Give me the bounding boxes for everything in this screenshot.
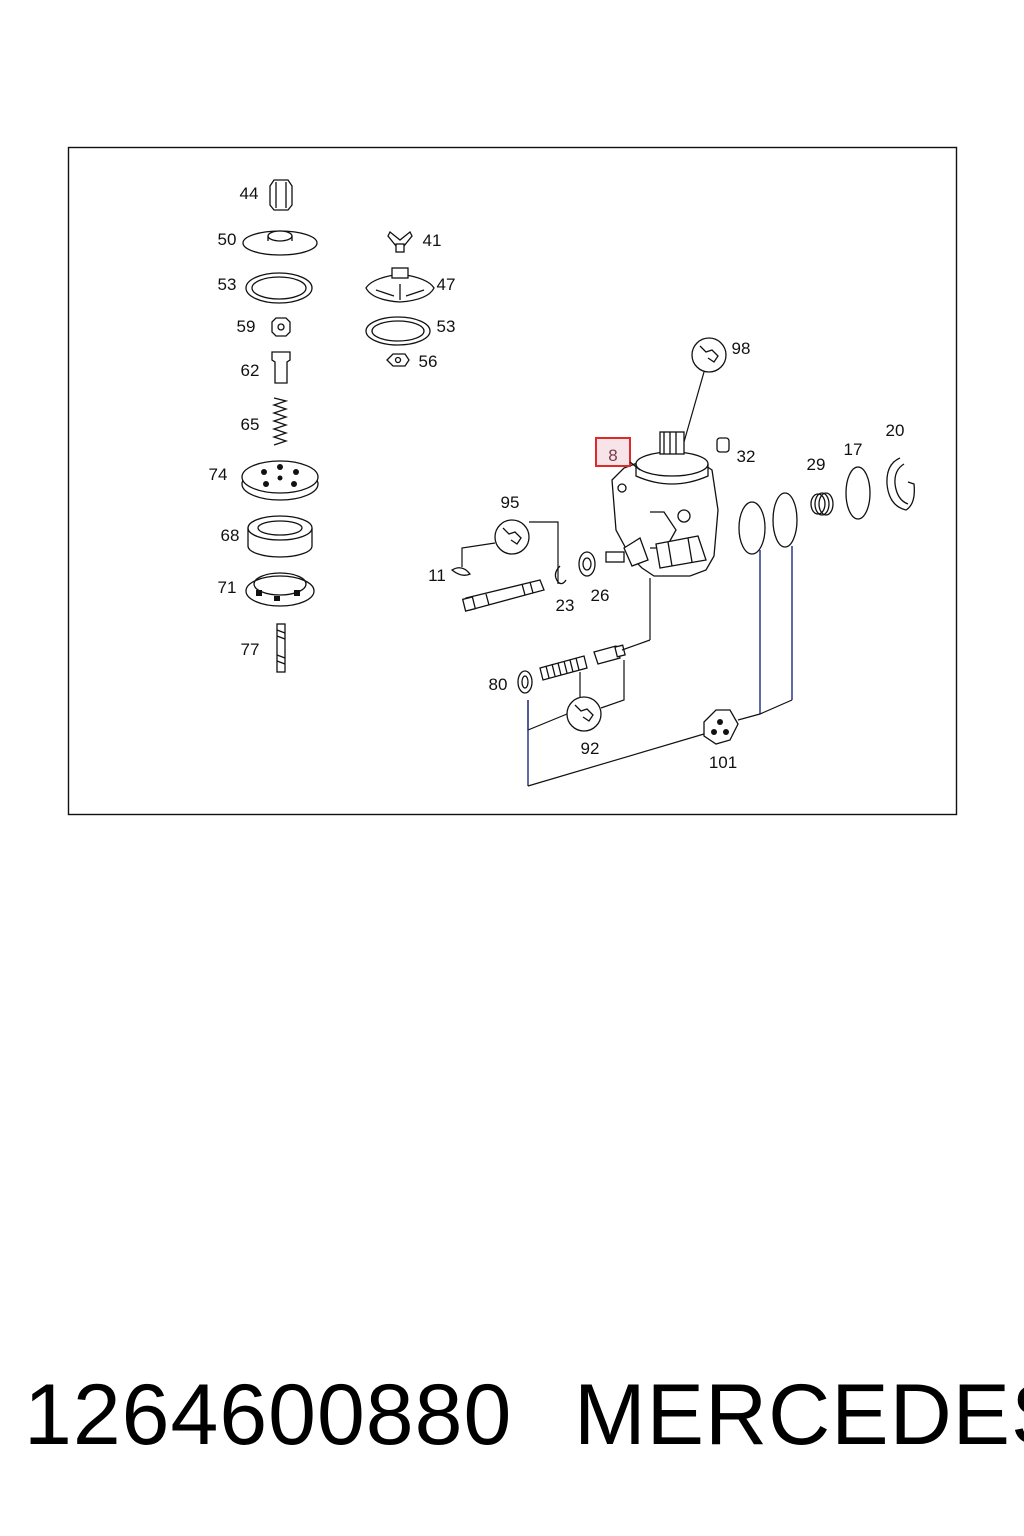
part-50-washer xyxy=(242,230,318,256)
part-53-ring xyxy=(245,272,313,304)
leader-housing-plug-b xyxy=(621,639,651,651)
part-59-nut xyxy=(271,317,291,337)
label-20: 20 xyxy=(886,421,905,440)
part-68-ring xyxy=(247,515,313,558)
label-26: 26 xyxy=(591,586,610,605)
part-56-nut xyxy=(386,353,410,367)
label-65: 65 xyxy=(241,415,260,434)
label-17: 17 xyxy=(844,440,863,459)
label-71: 71 xyxy=(218,578,237,597)
label-68: 68 xyxy=(221,526,240,545)
part-44-cap-nut xyxy=(269,179,293,211)
label-53a: 53 xyxy=(218,275,237,294)
label-53b: 53 xyxy=(437,317,456,336)
label-62: 62 xyxy=(241,361,260,380)
part-62-pin xyxy=(271,351,291,384)
part-71-slotted-ring xyxy=(245,572,315,607)
part-47-cover xyxy=(365,267,435,303)
label-44: 44 xyxy=(240,184,259,203)
part-32-plug xyxy=(716,437,730,453)
part-74-disc xyxy=(241,460,319,501)
leader-lines-blue xyxy=(527,546,793,786)
label-32: 32 xyxy=(737,447,756,466)
label-11: 11 xyxy=(428,566,446,585)
label-98: 98 xyxy=(732,339,751,358)
label-47: 47 xyxy=(437,275,456,294)
tool-95-icon xyxy=(461,519,559,584)
label-29: 29 xyxy=(807,455,826,474)
part-valve-spring xyxy=(539,655,588,681)
part-65-spring xyxy=(271,397,289,446)
label-59: 59 xyxy=(237,317,256,336)
part-53-ring-b xyxy=(365,316,431,346)
part-8-steering-housing xyxy=(605,431,719,577)
selected-part-marker: 8 xyxy=(595,437,641,471)
part-o-rings xyxy=(738,492,798,555)
label-50: 50 xyxy=(218,230,237,249)
label-8: 8 xyxy=(608,446,617,465)
label-41: 41 xyxy=(423,231,442,250)
part-80-washer xyxy=(517,670,533,694)
brand-name: MERCEDES xyxy=(574,1367,1024,1463)
label-74: 74 xyxy=(209,465,228,484)
caption: 1264600880 MERCEDES xyxy=(0,1366,1024,1476)
diagram-frame xyxy=(67,146,958,816)
tool-101-icon xyxy=(703,709,739,745)
part-shaft xyxy=(461,579,545,612)
label-23: 23 xyxy=(556,596,575,615)
leader-lines-101 xyxy=(527,699,793,787)
part-26-seal xyxy=(578,551,596,577)
part-77-stud xyxy=(276,623,286,673)
part-20-circlip xyxy=(886,457,915,511)
part-17-snap-ring xyxy=(845,466,871,520)
part-23-clip xyxy=(554,565,567,585)
label-80: 80 xyxy=(489,675,508,694)
label-56: 56 xyxy=(419,352,438,371)
part-11-key xyxy=(450,567,472,576)
label-77: 77 xyxy=(241,640,260,659)
part-valve-plug xyxy=(593,644,626,665)
label-101: 101 xyxy=(709,753,737,772)
part-41-wing-nut xyxy=(387,230,413,253)
part-29-spring-plug xyxy=(810,492,834,516)
part-number: 1264600880 xyxy=(24,1367,513,1463)
label-92: 92 xyxy=(581,739,600,758)
label-95: 95 xyxy=(501,493,520,512)
tool-98-icon xyxy=(683,337,727,443)
